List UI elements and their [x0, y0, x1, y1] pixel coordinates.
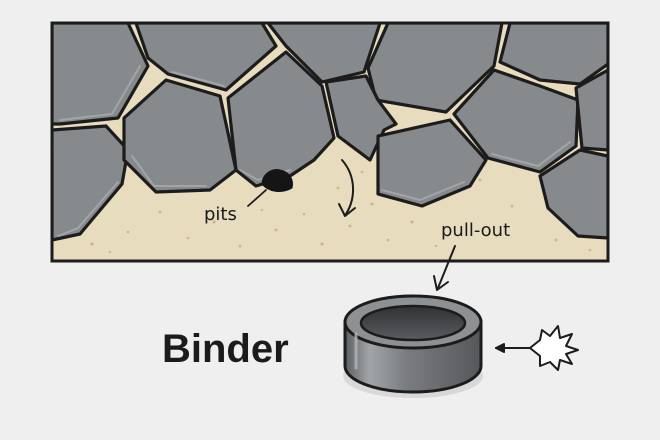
pits-label: pits [204, 204, 237, 225]
pits-leader-line [247, 189, 267, 207]
grain [122, 78, 238, 194]
pull-out-label: pull-out [441, 220, 510, 241]
down-curved-arrow-icon [338, 159, 356, 217]
grain [226, 50, 336, 188]
microstructure-panel [52, 23, 608, 261]
pits-annotation: pits [204, 189, 267, 225]
panel-border [50, 21, 610, 263]
grain [574, 68, 608, 152]
grain [266, 23, 382, 84]
pull-out-annotation: pull-out [433, 220, 510, 291]
grain [134, 23, 278, 92]
grain [52, 23, 150, 126]
grain [52, 124, 130, 242]
grains [52, 23, 608, 242]
debris-burst-icon [495, 325, 579, 371]
grain [366, 23, 504, 114]
pit-void [261, 169, 293, 192]
grain [452, 68, 580, 174]
matrix-speckles [90, 170, 592, 254]
grain-highlights [57, 65, 571, 237]
ring-hole [359, 304, 467, 342]
binder-title: Binder [162, 327, 289, 371]
grain [538, 148, 608, 240]
pointer-arrow-icon [433, 245, 456, 291]
binder-ring-icon [343, 294, 483, 398]
